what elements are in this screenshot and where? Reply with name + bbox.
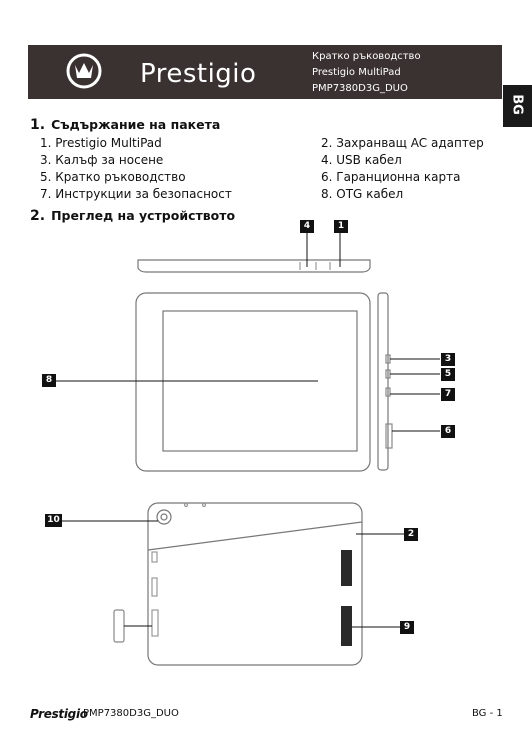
section-1-heading: 1. Съдържание на пакета: [30, 117, 220, 133]
callout-6: 6: [441, 425, 455, 438]
header-info: Кратко ръководство Prestigio MultiPad PM…: [312, 49, 421, 97]
callout-2: 2: [404, 528, 418, 541]
package-item: 2. Захранващ AC адаптер: [321, 136, 484, 150]
crown-shield-icon: [66, 53, 102, 89]
package-item: 8. OTG кабел: [321, 187, 404, 201]
package-item: 3. Калъф за носене: [40, 153, 164, 167]
package-item: 6. Гаранционна карта: [321, 170, 461, 184]
callout-7: 7: [441, 388, 455, 401]
section-2-title: Преглед на устройството: [51, 208, 236, 223]
package-item: 7. Инструкции за безопасност: [40, 187, 232, 201]
device-side-view: [377, 292, 389, 471]
callout-9: 9: [400, 621, 414, 634]
brand-name: Prestigio: [140, 59, 257, 89]
package-item: 4. USB кабел: [321, 153, 402, 167]
callout-3: 3: [441, 353, 455, 366]
speaker-grille: [341, 606, 352, 646]
device-back-view: [147, 502, 363, 666]
speaker-grille: [341, 550, 352, 586]
callout-10: 10: [45, 514, 62, 527]
section-1-number: 1.: [30, 117, 46, 133]
header-doc-type: Кратко ръководство: [312, 51, 421, 62]
callout-1: 1: [334, 220, 348, 233]
callout-8: 8: [42, 374, 56, 387]
camera-lens: [156, 509, 172, 525]
header-banner: Prestigio Кратко ръководство Prestigio M…: [28, 45, 502, 99]
device-top-edge-view: [137, 259, 371, 273]
callout-4: 4: [300, 220, 314, 233]
package-item: 1. Prestigio MultiPad: [40, 136, 162, 150]
section-2-heading: 2. Преглед на устройството: [30, 208, 235, 224]
brand-logo: Prestigio: [64, 51, 284, 93]
callout-5: 5: [441, 368, 455, 381]
page-number: BG - 1: [472, 708, 503, 719]
section-2-number: 2.: [30, 208, 46, 224]
section-1-title: Съдържание на пакета: [51, 117, 221, 132]
footer-model: PMP7380D3G_DUO: [83, 708, 179, 719]
footer-brand-logo: Prestigio: [30, 707, 88, 721]
language-tab: BG: [503, 85, 532, 127]
device-front-view: [135, 292, 371, 472]
package-item: 5. Кратко ръководство: [40, 170, 186, 184]
header-product: Prestigio MultiPad: [312, 67, 401, 78]
header-model: PMP7380D3G_DUO: [312, 83, 408, 94]
